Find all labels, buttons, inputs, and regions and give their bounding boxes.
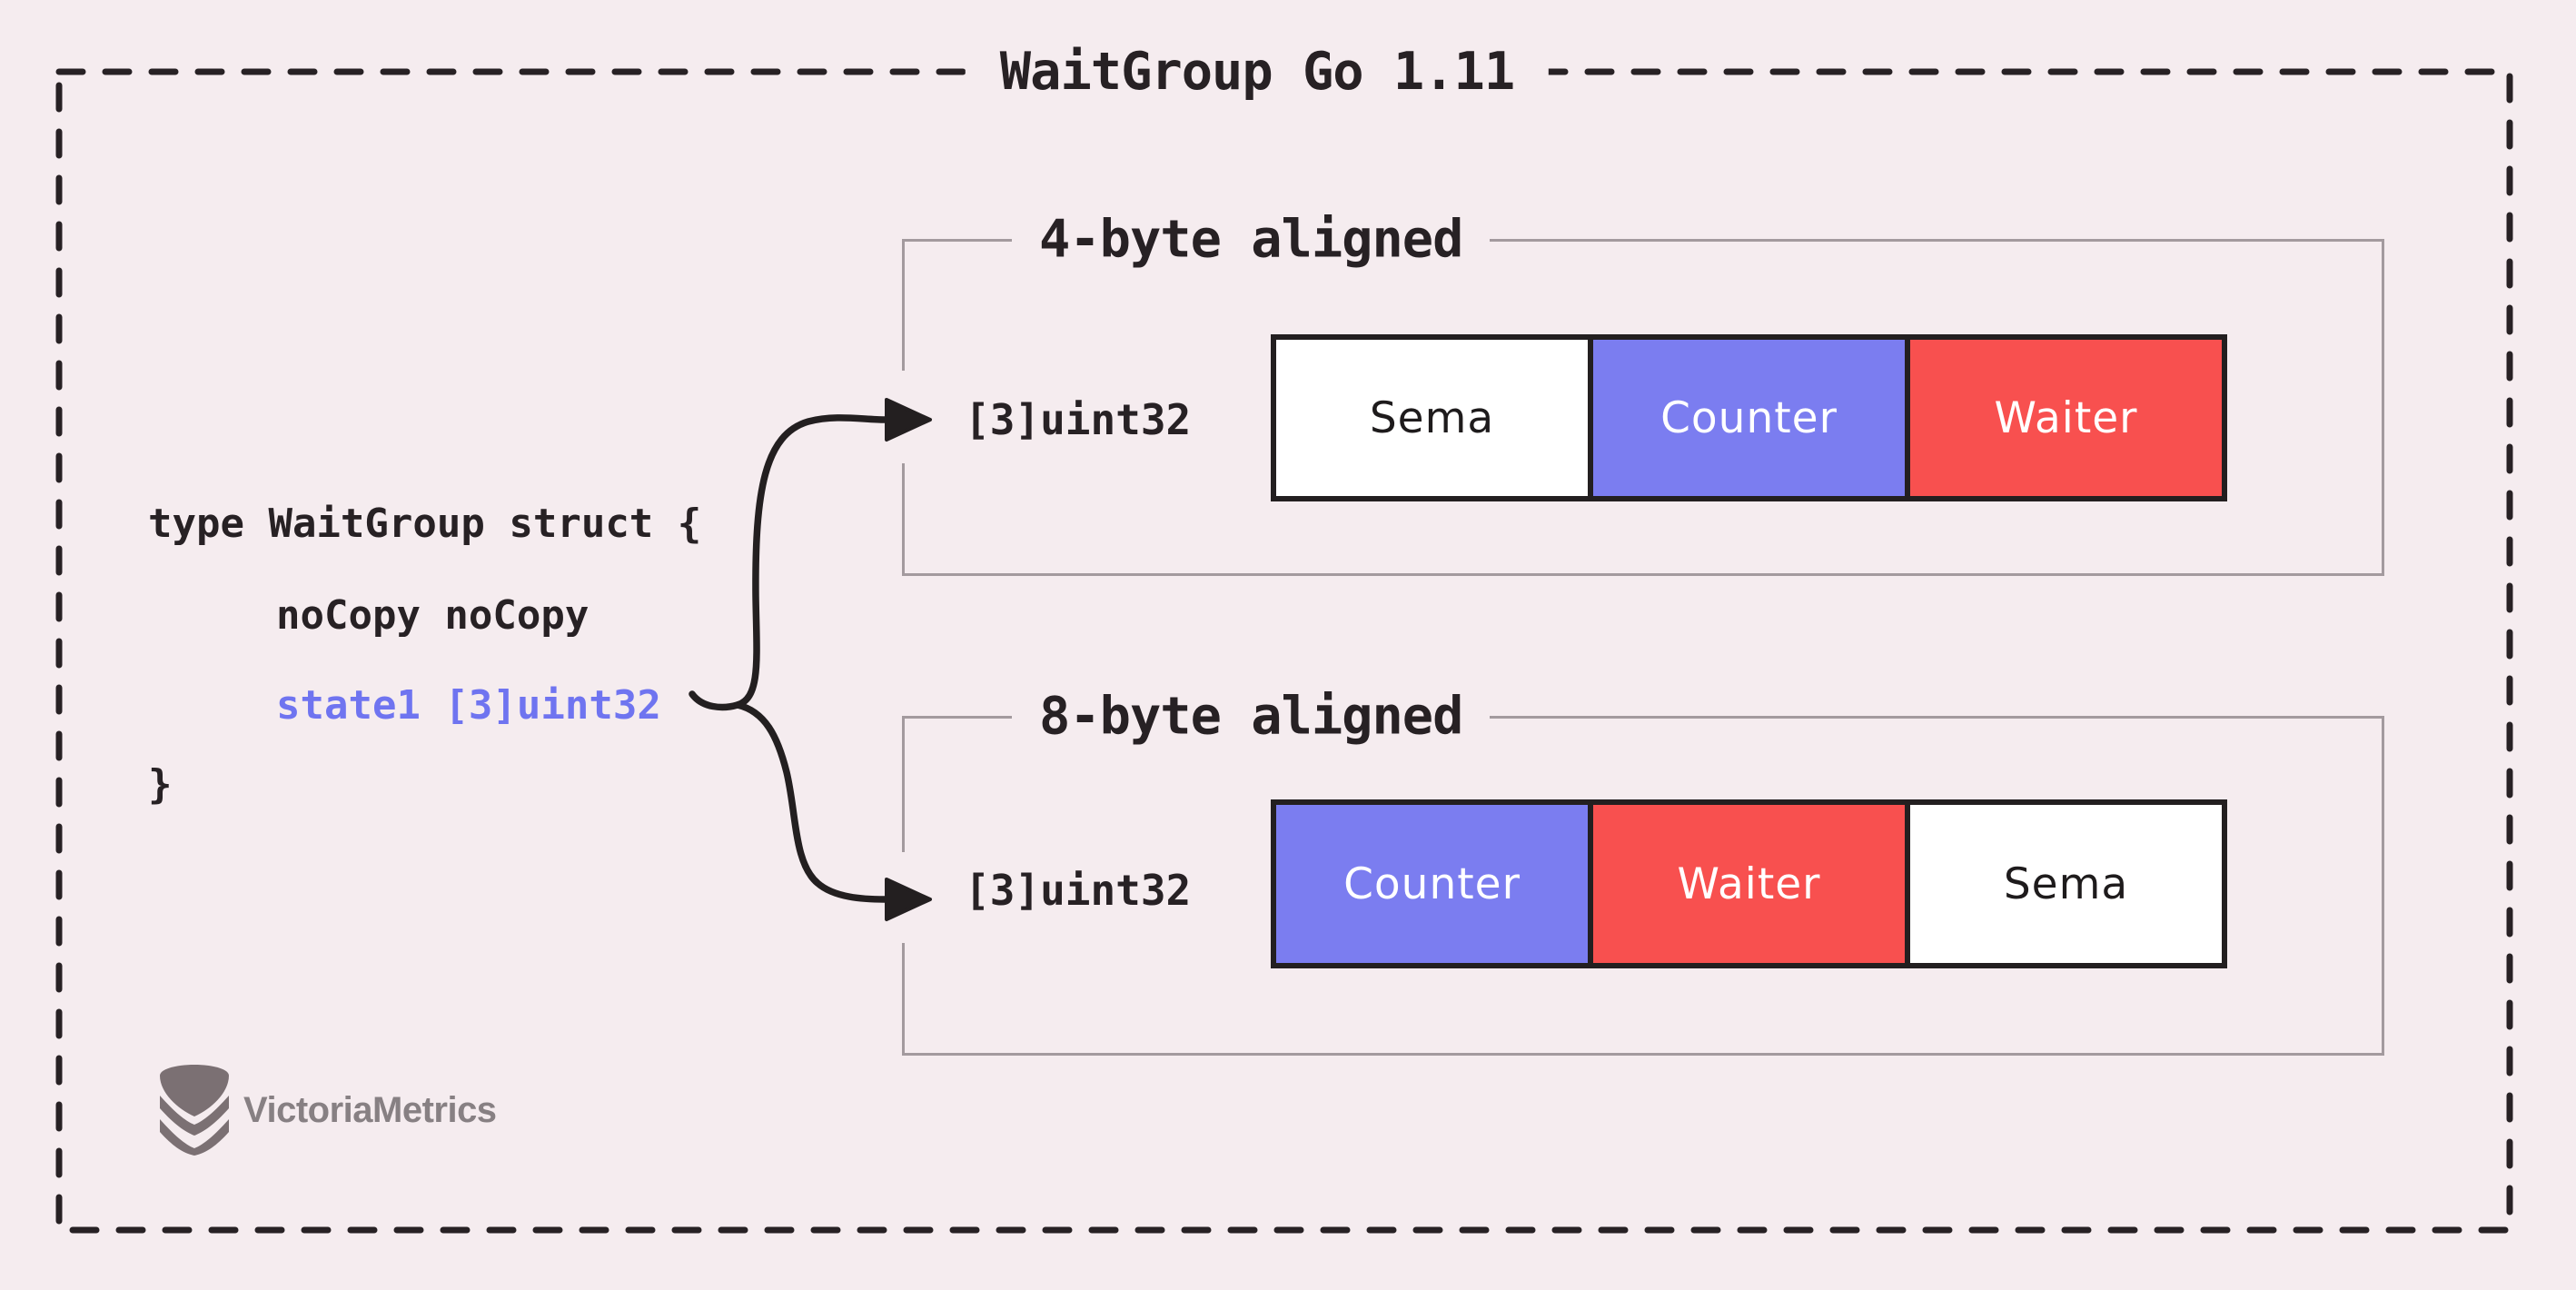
arrow-fork-tail <box>689 690 741 711</box>
memory-cell-waiter: Waiter <box>1905 334 2227 501</box>
code-line-struct-open: type WaitGroup struct { <box>148 501 702 547</box>
victoriametrics-logo-icon <box>160 1065 229 1156</box>
memory-cell-sema: Sema <box>1905 799 2227 968</box>
memory-cell-counter: Counter <box>1588 334 1910 501</box>
memory-cell-sema: Sema <box>1271 334 1593 501</box>
page-title: WaitGroup Go 1.11 <box>965 42 1550 102</box>
memory-cells-8byte: Counter Waiter Sema <box>1271 799 2227 968</box>
memory-cell-waiter: Waiter <box>1588 799 1910 968</box>
border-gap-4byte <box>895 371 909 463</box>
group-legend-8byte: 8-byte aligned <box>1012 686 1491 747</box>
array-type-label-8byte: [3]uint32 <box>965 866 1192 915</box>
border-gap-8byte <box>895 852 909 943</box>
array-type-label-4byte: [3]uint32 <box>965 395 1192 444</box>
memory-cell-counter: Counter <box>1271 799 1593 968</box>
code-line-nocopy: noCopy noCopy <box>276 592 590 639</box>
memory-cells-4byte: Sema Counter Waiter <box>1271 334 2227 501</box>
brand-name: VictoriaMetrics <box>243 1089 497 1130</box>
code-line-struct-close: } <box>148 761 173 808</box>
group-legend-4byte: 4-byte aligned <box>1012 209 1491 270</box>
code-line-state1: state1 [3]uint32 <box>276 682 661 729</box>
arrow-to-4byte-box <box>734 414 888 709</box>
brand-logo: VictoriaMetrics <box>154 1065 497 1156</box>
arrow-to-8byte-box <box>734 701 888 903</box>
